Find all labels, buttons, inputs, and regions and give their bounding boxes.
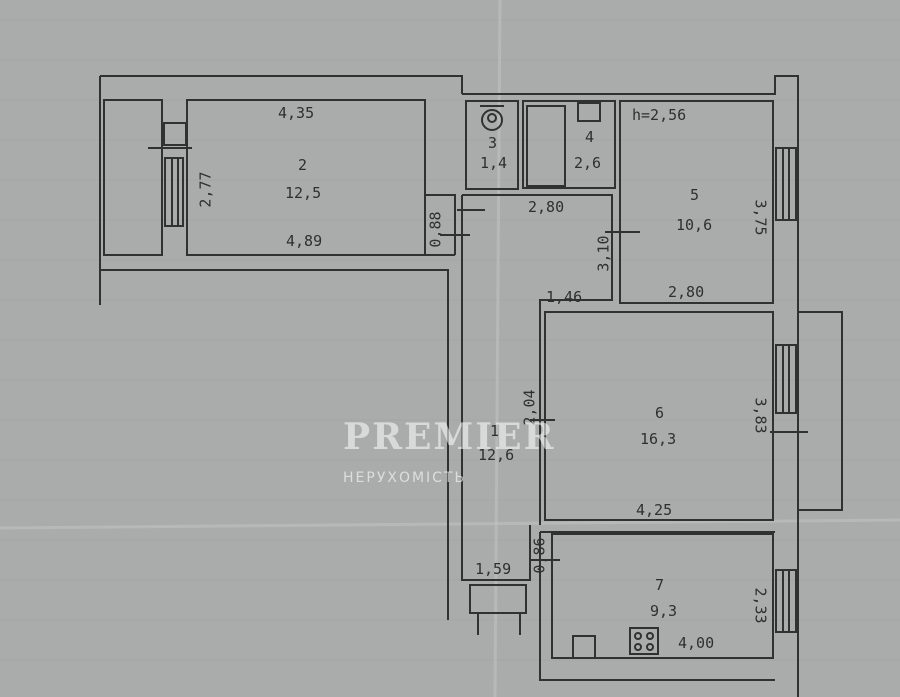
room-3-number: 3 [488,134,498,152]
dim-room-7-bottom: 4,00 [678,634,715,652]
dim-corridor-side: 3,10 [594,235,613,272]
wall-corridor [461,195,531,581]
outer-wall [540,310,799,697]
dim-room-2-top: 4,35 [278,104,315,122]
dim-room-5-bottom: 2,80 [668,283,705,301]
wall-room-3 [465,100,519,190]
window-room-7 [775,569,797,633]
dim-corridor-top: 2,80 [528,198,565,216]
room-6-area: 16,3 [640,430,677,448]
sink [577,102,601,122]
room-5-number: 5 [690,186,700,204]
room-4-number: 4 [585,128,595,146]
room-3-area: 1,4 [480,154,508,172]
dim-door-room-2: 0,88 [426,211,445,248]
room-6-number: 6 [655,404,665,422]
window-room-6 [775,344,797,414]
wall-room-7 [551,533,774,659]
wall-left-closet [103,99,163,256]
kitchen-stove [629,627,659,655]
kitchen-sink [572,635,596,659]
room-7-area: 9,3 [650,602,678,620]
window-room-2 [164,157,184,227]
dim-door-room-7: 0,86 [530,537,549,574]
wall-room-5 [619,100,774,304]
wall-room-6 [544,311,774,521]
dim-room-6-side: 3,83 [751,397,770,434]
outer-wall [539,532,775,681]
watermark-brand: PREMIER [343,416,556,458]
outer-wall [99,75,463,620]
watermark-subtitle: НЕРУХОМІСТЬ [343,470,467,486]
dim-room-2-bottom: 4,89 [286,232,323,250]
dim-room-2-side: 2,77 [196,171,215,208]
ceiling-height: h=2,56 [632,106,687,124]
dim-room-6-bottom: 4,25 [636,501,673,519]
bathtub [526,105,566,187]
dim-room-5-side: 3,75 [751,199,770,236]
outer-wall [462,75,799,310]
room-1-area: 12,6 [478,446,515,464]
room-1-number: 1 [490,422,500,440]
dim-entry: 1,59 [475,560,512,578]
room-7-number: 7 [655,576,665,594]
room-5-area: 10,6 [676,216,713,234]
balcony [798,311,843,511]
room-2-area: 12,5 [285,184,322,202]
wall-corridor [462,194,613,525]
wall-room-4 [522,100,616,189]
room-2-number: 2 [298,156,308,174]
window-room-5 [775,147,797,221]
entry-door [469,584,527,614]
room-4-area: 2,6 [574,154,602,172]
dim-corridor-mid: 1,46 [546,288,583,306]
paper-fold [0,518,900,530]
dim-room-7-side: 2,33 [751,587,770,624]
